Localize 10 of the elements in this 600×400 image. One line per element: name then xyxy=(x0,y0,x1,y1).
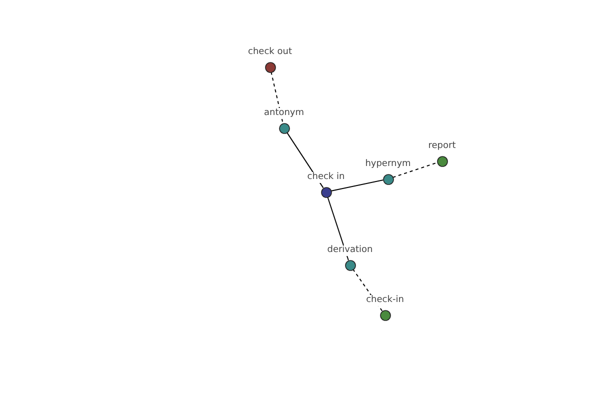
connector-line xyxy=(270,71,284,124)
node-label: report xyxy=(427,141,457,152)
node-label: check-in xyxy=(365,295,405,306)
node-label: hypernym xyxy=(364,159,412,170)
connector-line xyxy=(352,268,383,312)
connector-line xyxy=(330,180,384,192)
connector-line xyxy=(392,162,438,178)
node-label: check in xyxy=(306,172,346,183)
node-label: derivation xyxy=(326,245,374,256)
node-label: antonym xyxy=(262,108,306,119)
